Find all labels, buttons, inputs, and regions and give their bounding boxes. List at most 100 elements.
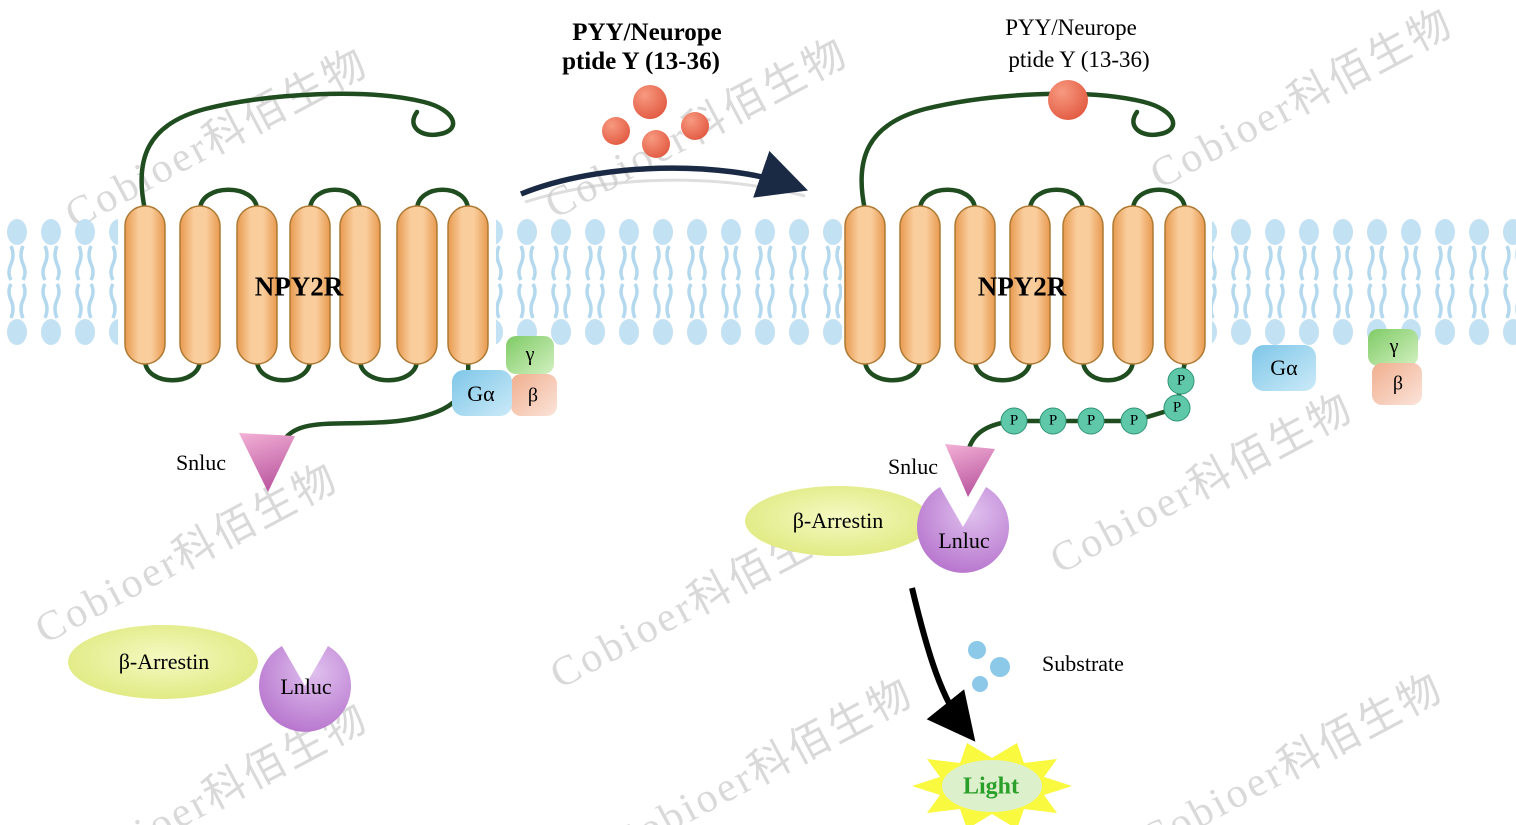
ligand-molecule [681, 112, 709, 140]
n-terminus-loop [859, 91, 1176, 213]
substrate-molecule [990, 657, 1010, 677]
intracellular-loop [1080, 357, 1136, 383]
g-protein-inactive [452, 336, 557, 416]
activation-arrow-shadow [524, 178, 806, 204]
tm-helix [396, 205, 438, 365]
substrate-molecule [968, 641, 986, 659]
intracellular-loop [142, 357, 203, 383]
snluc-label-active: Snluc [887, 454, 939, 479]
tm-helix [954, 205, 996, 365]
beta-arrestin-body [745, 486, 931, 556]
n-terminus-loop [139, 91, 456, 213]
receptor-inactive [124, 91, 489, 443]
c-terminus-tail [281, 359, 471, 443]
extracellular-loop [414, 187, 471, 213]
tm-helix [289, 205, 331, 365]
g-alpha-subunit [452, 370, 512, 416]
receptor-label-inactive: NPY2R [254, 271, 344, 302]
tm-helix [447, 205, 489, 365]
arrestin-lnluc-active [745, 444, 1010, 573]
receptor-active [844, 91, 1206, 455]
snluc-label-inactive: Snluc [175, 450, 227, 475]
phospho-site [1163, 394, 1191, 422]
phospho-site-label: P [1176, 372, 1186, 389]
lnluc-body [917, 487, 1010, 573]
tm-helix [236, 205, 278, 365]
receptor-label-active: NPY2R [977, 271, 1067, 302]
activation-arrow [519, 150, 808, 198]
membrane-segment-left [0, 216, 118, 348]
ligand-group [602, 85, 709, 158]
phospho-site-label: P [1009, 412, 1019, 429]
extracellular-loop [917, 187, 978, 213]
ligand-molecule [602, 117, 630, 145]
tm-helix [339, 205, 381, 365]
phospho-site-label: P [1129, 412, 1139, 429]
phospho-site-label: P [1048, 412, 1058, 429]
extracellular-loop [1130, 187, 1188, 213]
membrane-segment-middle [496, 216, 842, 348]
beta-arrestin-body [68, 625, 258, 699]
ligand-label-active-line1: PYY/Neurope [1005, 15, 1137, 40]
signal-arrow [909, 587, 976, 742]
tm-helix [844, 205, 886, 365]
tm-helix [1062, 205, 1104, 365]
ligand-title-line1: PYY/Neurope [572, 19, 722, 46]
arrestin-label-inactive: β-Arrestin [118, 649, 210, 674]
extracellular-loop [197, 187, 260, 213]
tm-helix [899, 205, 941, 365]
extracellular-loop [1027, 187, 1086, 213]
lnluc-body [259, 646, 352, 732]
membrane [0, 216, 1516, 348]
light-burst [912, 743, 1072, 825]
gamma-subunit [1368, 329, 1418, 366]
light-inner [942, 760, 1042, 812]
g-alpha-label-active: Gα [1270, 355, 1298, 380]
gamma-label-active: γ [1389, 335, 1399, 358]
beta-subunit [1372, 363, 1422, 405]
beta-label-inactive: β [527, 384, 539, 407]
arrestin-lnluc-inactive [68, 625, 352, 732]
gamma-label-inactive: γ [525, 343, 535, 366]
tm-helix [1164, 205, 1206, 365]
lnluc-label-inactive: Lnluc [280, 674, 332, 699]
snluc-tag-inactive [239, 433, 295, 492]
g-alpha-subunit [1252, 345, 1316, 391]
g-protein-active [1252, 329, 1422, 405]
intracellular-loop [862, 357, 923, 383]
phospho-site [1167, 367, 1195, 395]
ligand-bound [1048, 80, 1088, 120]
snluc-tag-active [945, 444, 995, 497]
tm-helix [124, 205, 166, 365]
ligand-label-active-line2: ptide Y (13-36) [1008, 47, 1150, 72]
intracellular-loop [357, 357, 420, 383]
phospho-site-label: P [1172, 399, 1182, 416]
extracellular-loop [307, 187, 363, 213]
beta-label-active: β [1392, 372, 1404, 395]
intracellular-loop [972, 357, 1033, 383]
g-alpha-label-inactive: Gα [467, 381, 495, 406]
gamma-subunit [506, 336, 554, 374]
phospho-chain [1000, 367, 1195, 435]
phospho-site [1000, 407, 1028, 435]
substrate-dots [968, 641, 1010, 692]
phospho-site [1077, 407, 1105, 435]
beta-subunit [511, 374, 557, 416]
substrate-molecule [972, 676, 988, 692]
tm-helix [1112, 205, 1154, 365]
phospho-site [1039, 407, 1067, 435]
arrestin-label-active: β-Arrestin [792, 508, 884, 533]
membrane-segment-right [1212, 216, 1516, 348]
c-terminus-phospho-tail [965, 359, 1188, 455]
ligand-molecule [633, 85, 667, 119]
tm-helix [1009, 205, 1051, 365]
intracellular-loop [254, 357, 313, 383]
phospho-site-label: P [1086, 412, 1096, 429]
ligand-title-line2: ptide Y (13-36) [562, 48, 720, 75]
lnluc-label-active: Lnluc [938, 528, 990, 553]
light-label: Light [962, 773, 1020, 800]
substrate-label: Substrate [1042, 651, 1124, 676]
ligand-molecule [642, 130, 670, 158]
